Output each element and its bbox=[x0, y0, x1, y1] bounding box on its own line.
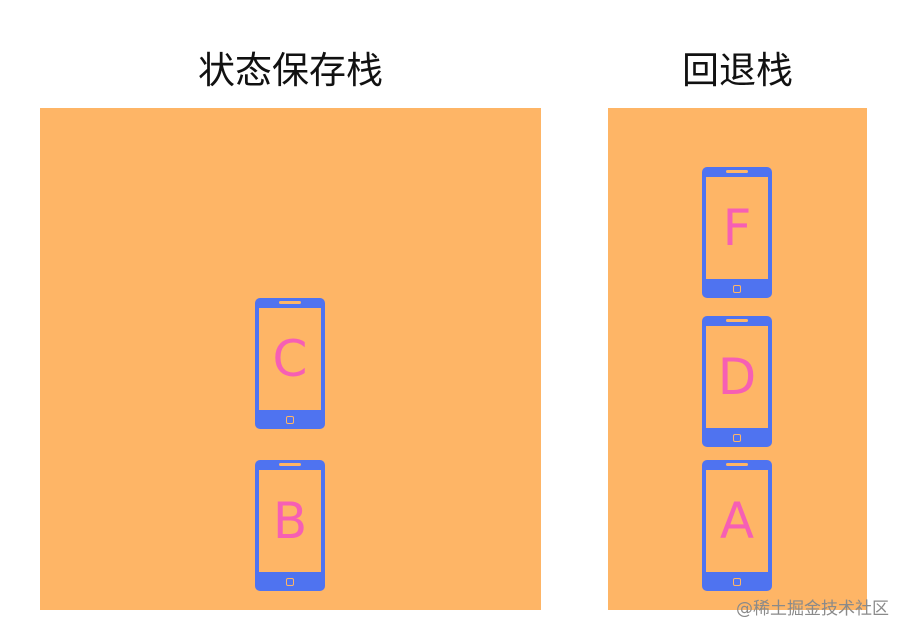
watermark: @稀土掘金技术社区 bbox=[736, 599, 889, 619]
phone-home-button bbox=[733, 578, 741, 586]
back-stack-title: 回退栈 bbox=[682, 49, 793, 92]
phone-home-button bbox=[286, 578, 294, 586]
phone-home-button bbox=[733, 285, 741, 293]
phone-home-button bbox=[286, 416, 294, 424]
phone-label: A bbox=[719, 492, 755, 550]
phone-screen bbox=[706, 177, 768, 279]
phone-screen bbox=[706, 326, 768, 428]
phone-screen bbox=[259, 308, 321, 410]
phone-icon: D bbox=[702, 316, 772, 447]
phone-home-button bbox=[733, 434, 741, 442]
phone-screen bbox=[706, 470, 768, 572]
phone-label: F bbox=[722, 199, 752, 257]
phone-icon: C bbox=[255, 298, 325, 429]
phone-label: B bbox=[272, 492, 308, 550]
state-stack-title: 状态保存栈 bbox=[198, 49, 383, 92]
phone-icon: B bbox=[255, 460, 325, 591]
phone-label: C bbox=[272, 330, 308, 388]
phone-icon: A bbox=[702, 460, 772, 591]
phone-screen bbox=[259, 470, 321, 572]
phone-speaker bbox=[279, 463, 301, 466]
phone-label: D bbox=[717, 348, 757, 406]
phone-icon: F bbox=[702, 167, 772, 298]
phone-speaker bbox=[726, 319, 748, 322]
phone-speaker bbox=[726, 463, 748, 466]
phone-speaker bbox=[726, 170, 748, 173]
phone-speaker bbox=[279, 301, 301, 304]
